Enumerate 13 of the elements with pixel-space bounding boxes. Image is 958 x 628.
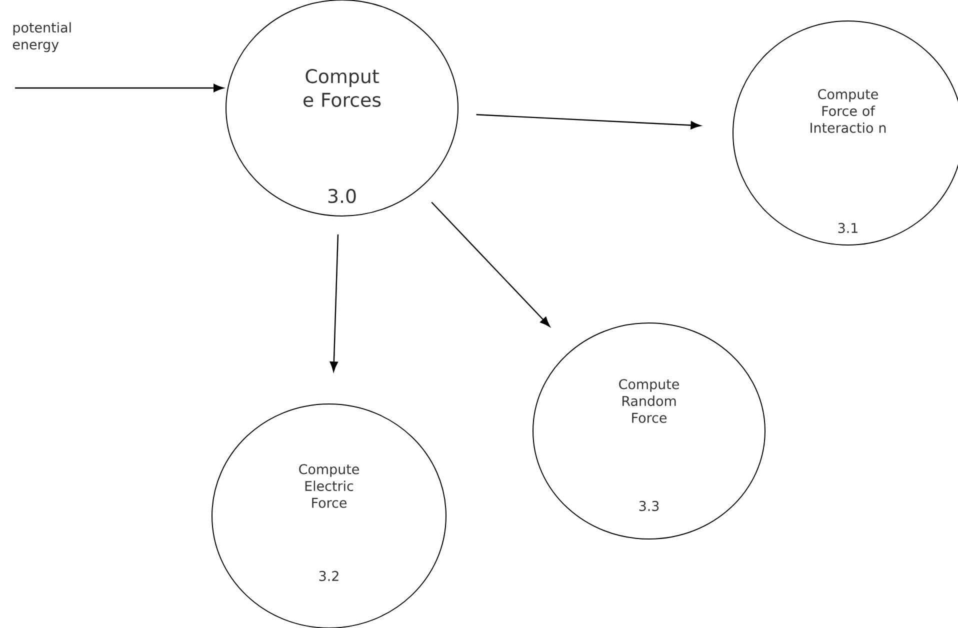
process-title: Compute Random Force <box>619 379 679 423</box>
arrow <box>431 202 550 327</box>
arrow <box>330 234 339 372</box>
process-number: 3.2 <box>319 570 338 582</box>
arrow <box>476 114 701 130</box>
process-number: 3.0 <box>328 188 356 204</box>
edge-label: potential energy <box>12 22 71 52</box>
process-number: 3.3 <box>639 500 659 512</box>
process-number: 3.1 <box>838 222 858 234</box>
process-title: Compute Force of Interactio n <box>810 89 886 133</box>
process-title: Compute Electric Force <box>299 464 359 508</box>
arrow <box>15 84 224 92</box>
process-title: Comput e Forces <box>304 69 381 107</box>
